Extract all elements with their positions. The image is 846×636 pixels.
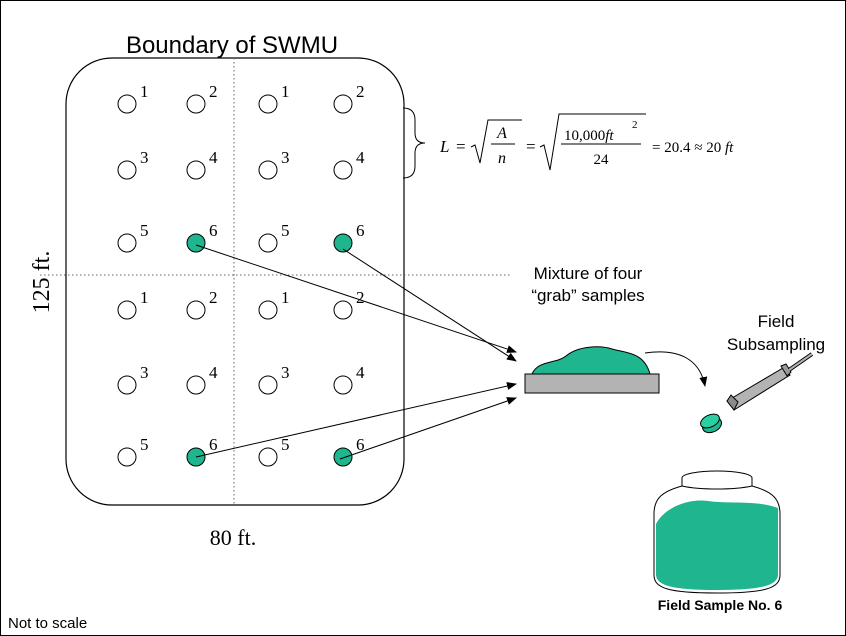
boundary-title: Boundary of SWMU: [126, 32, 338, 59]
width-dimension-label: 80 ft.: [210, 525, 256, 550]
sample-number: 1: [140, 288, 149, 307]
height-dimension-label: 125 ft.: [29, 251, 55, 314]
scale-note: Not to scale: [8, 615, 87, 632]
sample-number: 2: [209, 82, 218, 101]
selected-sample-point: [333, 233, 353, 253]
sample-number: 6: [209, 221, 218, 240]
mixed-sample-pile: [531, 346, 651, 375]
sample-grid: 1 2 1 2 3 4 3 4 5 6 5 6 1 2 1 2 3 4 3 4 5 6 5 6: [117, 82, 365, 467]
sample-number: 5: [140, 435, 149, 454]
formula-area-symbol: A: [496, 125, 507, 142]
sample-point: [117, 233, 137, 253]
sample-point: [333, 94, 353, 114]
sample-point: [258, 233, 278, 253]
formula-result: = 20.4 ≈ 20 ft: [652, 140, 734, 156]
sample-number: 5: [140, 221, 149, 240]
sample-point: [333, 375, 353, 395]
sample-number: 6: [356, 435, 365, 454]
sample-number: 2: [356, 82, 365, 101]
subsampling-arrow: [644, 351, 708, 387]
sample-number: 5: [281, 435, 290, 454]
formula-brace: [402, 107, 426, 179]
formula-equals-2: =: [526, 137, 536, 156]
sample-number: 3: [140, 148, 149, 167]
formula-lhs: L: [439, 137, 449, 156]
sample-point: [258, 94, 278, 114]
sample-number: 1: [281, 82, 290, 101]
arrow-sample-6c: [195, 382, 517, 458]
sample-point: [117, 300, 137, 320]
subsampling-label-line1: Field: [758, 312, 795, 331]
sqrt-sign-2: [539, 113, 646, 171]
sample-number: 5: [281, 221, 290, 240]
subsample-disc: [700, 413, 723, 434]
sample-point: [117, 94, 137, 114]
formula-sample-count: 24: [594, 152, 610, 168]
sample-number: 1: [140, 82, 149, 101]
sample-point: [258, 447, 278, 467]
sample-number: 4: [356, 363, 365, 382]
arrow-sample-6d: [339, 397, 517, 460]
sample-number: 3: [281, 148, 290, 167]
arrow-sample-6a: [195, 244, 517, 353]
mixing-tray: [524, 346, 660, 394]
sample-point: [186, 300, 206, 320]
sample-number: 3: [140, 363, 149, 382]
jar-caption: Field Sample No. 6: [658, 597, 783, 613]
formula-count-symbol: n: [498, 150, 506, 167]
sample-point: [186, 94, 206, 114]
tray-body: [524, 373, 660, 394]
mixture-label-line2: “grab” samples: [531, 286, 644, 305]
sample-jar-icon: [653, 470, 781, 594]
formula-area-value: 10,000ft: [564, 128, 614, 144]
subsampling-label-line2: Subsampling: [727, 335, 825, 354]
sample-number: 4: [209, 148, 218, 167]
sample-arrows: [195, 244, 517, 460]
sample-number: 6: [209, 435, 218, 454]
selected-sample-point: [333, 447, 353, 467]
sample-number: 6: [356, 221, 365, 240]
sample-point: [333, 300, 353, 320]
sample-number: 2: [209, 288, 218, 307]
swmu-boundary: [65, 57, 405, 506]
sqrt-sign-1: [470, 119, 522, 164]
sample-point: [258, 375, 278, 395]
sample-number: 3: [281, 363, 290, 382]
formula-exponent: 2: [632, 119, 638, 131]
sample-point: [186, 375, 206, 395]
mixture-label-line1: Mixture of four: [534, 264, 643, 283]
sample-number: 2: [356, 288, 365, 307]
sample-point: [258, 160, 278, 180]
sample-point: [258, 300, 278, 320]
sample-number: 4: [209, 363, 218, 382]
sample-number: 4: [356, 148, 365, 167]
arrow-sample-6b: [342, 248, 517, 362]
scoop-icon: [726, 352, 814, 411]
sample-point: [186, 160, 206, 180]
sample-number: 1: [281, 288, 290, 307]
sample-point: [117, 447, 137, 467]
selected-sample-point: [186, 233, 206, 253]
sample-point: [117, 160, 137, 180]
sample-point: [117, 375, 137, 395]
formula-equals-1: =: [456, 137, 466, 156]
sample-point: [333, 160, 353, 180]
spacing-formula: L = A n = 10,000ft 2 24 = 20.4 ≈ 20 ft: [439, 113, 734, 171]
